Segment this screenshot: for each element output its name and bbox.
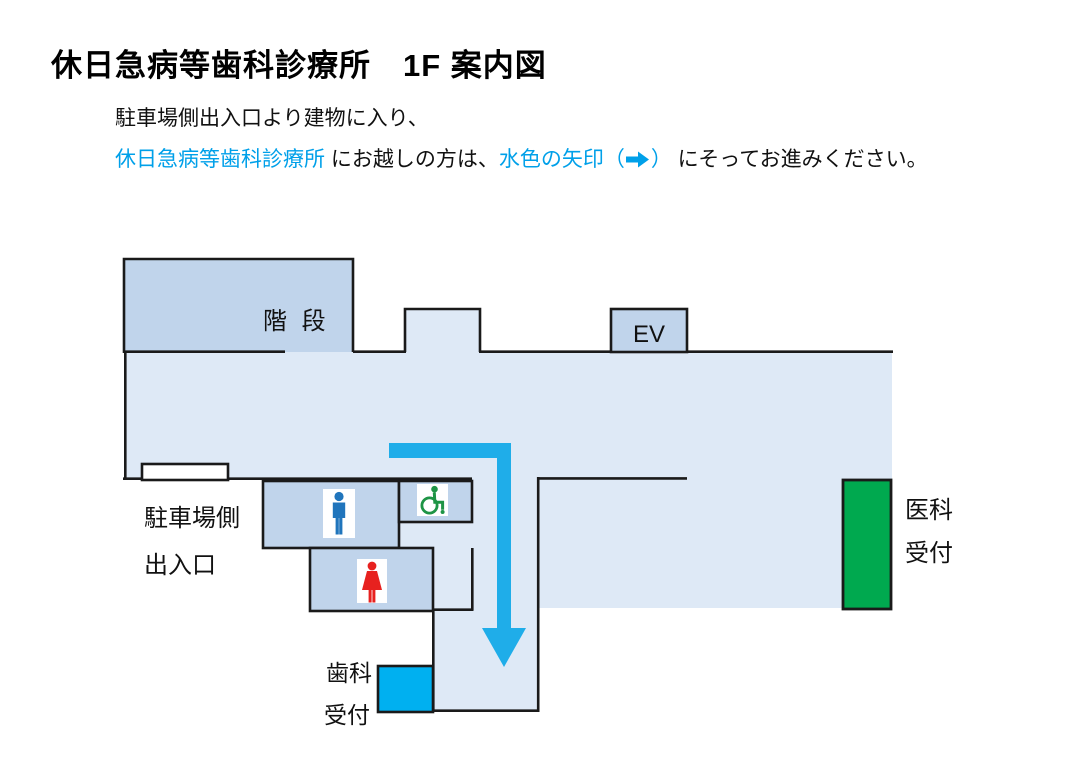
medical-reception-box (841, 478, 893, 611)
instructions-line1: 駐車場側出入口より建物に入り、 (115, 107, 429, 130)
elevator-label: EV (633, 321, 665, 348)
arrow-phrase-post: ） (650, 148, 672, 171)
page-title: 休日急病等歯科診療所 1F 案内図 (51, 48, 547, 83)
instructions-line2-mid: にお越しの方は、 (325, 148, 499, 171)
medical-reception-label-line2: 受付 (905, 540, 953, 567)
entrance-door (140, 462, 230, 482)
dental-reception-label-line2: 受付 (324, 702, 370, 728)
clinic-name-text: 休日急病等歯科診療所 (115, 148, 325, 171)
dental-reception-label-line1: 歯科 (326, 660, 372, 686)
arrow-phrase-pre: 水色の矢印（ (498, 148, 625, 171)
medical-reception-label-line1: 医科 (905, 497, 953, 524)
male-icon (332, 491, 346, 535)
cyan-arrow-icon (625, 151, 649, 168)
instructions-line2: 休日急病等歯科診療所 にお越しの方は、水色の矢印（ ） にそってお進みください。 (115, 139, 928, 180)
stairs-room (124, 259, 353, 352)
female-icon (362, 561, 382, 603)
route-arrow (389, 443, 526, 667)
stairs-room-walls (122, 257, 355, 353)
parking-entrance-label-line1: 駐車場側 (144, 505, 240, 532)
cyan-arrow-glyph (625, 151, 649, 168)
instructions-line2-rest: にそってお進みください。 (671, 148, 928, 171)
wheelchair-icon (420, 485, 445, 515)
dental-reception-box (376, 664, 435, 714)
elevator-box (609, 307, 689, 354)
instructions: 駐車場側出入口より建物に入り、 休日急病等歯科診療所 にお越しの方は、水色の矢印… (115, 98, 928, 180)
stairs-label: 階 段 (263, 308, 330, 335)
parking-entrance-label-line2: 出入口 (144, 552, 216, 579)
